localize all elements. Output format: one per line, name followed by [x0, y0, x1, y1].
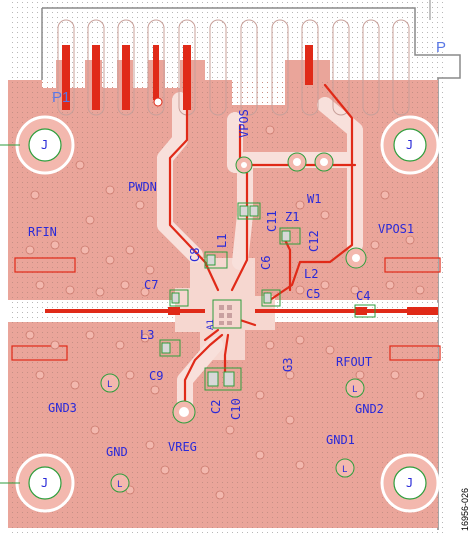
ref-c8: C8 [188, 248, 202, 262]
ref-c11: C11 [265, 210, 279, 232]
pad-l3 [159, 339, 181, 357]
rf-lines [45, 307, 438, 315]
test-point-label-gnd2: L [352, 385, 357, 395]
sma-pads [11, 257, 441, 361]
mounting-hole-labels: J J J J [41, 138, 413, 490]
trace-vpos-top [268, 83, 354, 302]
figure-number: 16956-026 [460, 488, 470, 531]
net-label-rfout: RFOUT [336, 355, 372, 369]
trace-pwdn [168, 106, 220, 292]
mounting-hole-top-left [15, 115, 75, 175]
net-label-vpos1: VPOS1 [378, 222, 414, 236]
connector-fingers [62, 45, 313, 110]
power-vias [153, 97, 367, 424]
ref-c10: C10 [229, 398, 243, 420]
net-label-vreg: VREG [168, 440, 197, 454]
ref-c12: C12 [307, 230, 321, 252]
connector-outline [42, 7, 461, 530]
pad-c8 [204, 251, 228, 269]
ref-z1: Z1 [285, 210, 299, 224]
ref-l2: L2 [304, 267, 318, 281]
ic-a1 [212, 299, 242, 329]
pad-c2 [204, 367, 242, 391]
ref-c4: C4 [356, 289, 370, 303]
connector-label-p: P [436, 39, 446, 56]
mounting-hole-bottom-right [380, 453, 440, 513]
mounting-holes [0, 115, 440, 513]
net-label-pwdn: PWDN [128, 180, 157, 194]
test-point-label-gnd3: L [107, 380, 112, 390]
rf-output-line [255, 309, 410, 313]
net-label-gnd3: GND3 [48, 401, 77, 415]
net-label-w1: W1 [307, 192, 321, 206]
mounting-hole-top-right [380, 115, 440, 175]
mounting-hole-label-bl: J [41, 476, 48, 490]
test-point-label-gnd1: L [342, 465, 347, 475]
mounting-hole-label-tl: J [41, 138, 48, 152]
test-points [100, 373, 365, 493]
rf-input-line [45, 309, 205, 313]
ref-l1: L1 [215, 234, 229, 248]
ref-c2: C2 [209, 400, 223, 414]
pad-c11 [237, 202, 261, 220]
ref-c6: C6 [259, 256, 273, 270]
signal-traces [168, 83, 357, 412]
ref-c5: C5 [306, 287, 320, 301]
component-pads [159, 202, 376, 391]
pad-c4 [354, 304, 376, 318]
net-label-gnd2: GND2 [355, 402, 384, 416]
ref-c9: C9 [149, 369, 163, 383]
net-label-gnd: GND [106, 445, 128, 459]
net-label-g3: G3 [281, 358, 295, 372]
pad-c7 [169, 289, 189, 307]
trace-vreg [183, 333, 224, 412]
ref-a1: A1 [206, 319, 216, 330]
net-label-rfin: RFIN [28, 225, 57, 239]
stitching-vias [25, 125, 425, 500]
mounting-hole-label-tr: J [406, 138, 413, 152]
ref-l3: L3 [140, 328, 154, 342]
connector-label-p1: P1 [52, 89, 70, 106]
net-label-vpos: VPOS [237, 109, 251, 138]
mounting-hole-label-br: J [406, 476, 413, 490]
ref-c7: C7 [144, 278, 158, 292]
silkscreen-labels: P1 P VPOS PWDN W1 VPOS1 RFIN RFOUT GND3 … [28, 39, 446, 459]
pad-z1 [279, 227, 301, 245]
trace-l2 [283, 238, 292, 292]
pad-c5 [261, 289, 281, 307]
test-point-labels: L L L L [107, 380, 357, 490]
net-label-gnd1: GND1 [326, 433, 355, 447]
test-point-label-gnd: L [117, 480, 122, 490]
